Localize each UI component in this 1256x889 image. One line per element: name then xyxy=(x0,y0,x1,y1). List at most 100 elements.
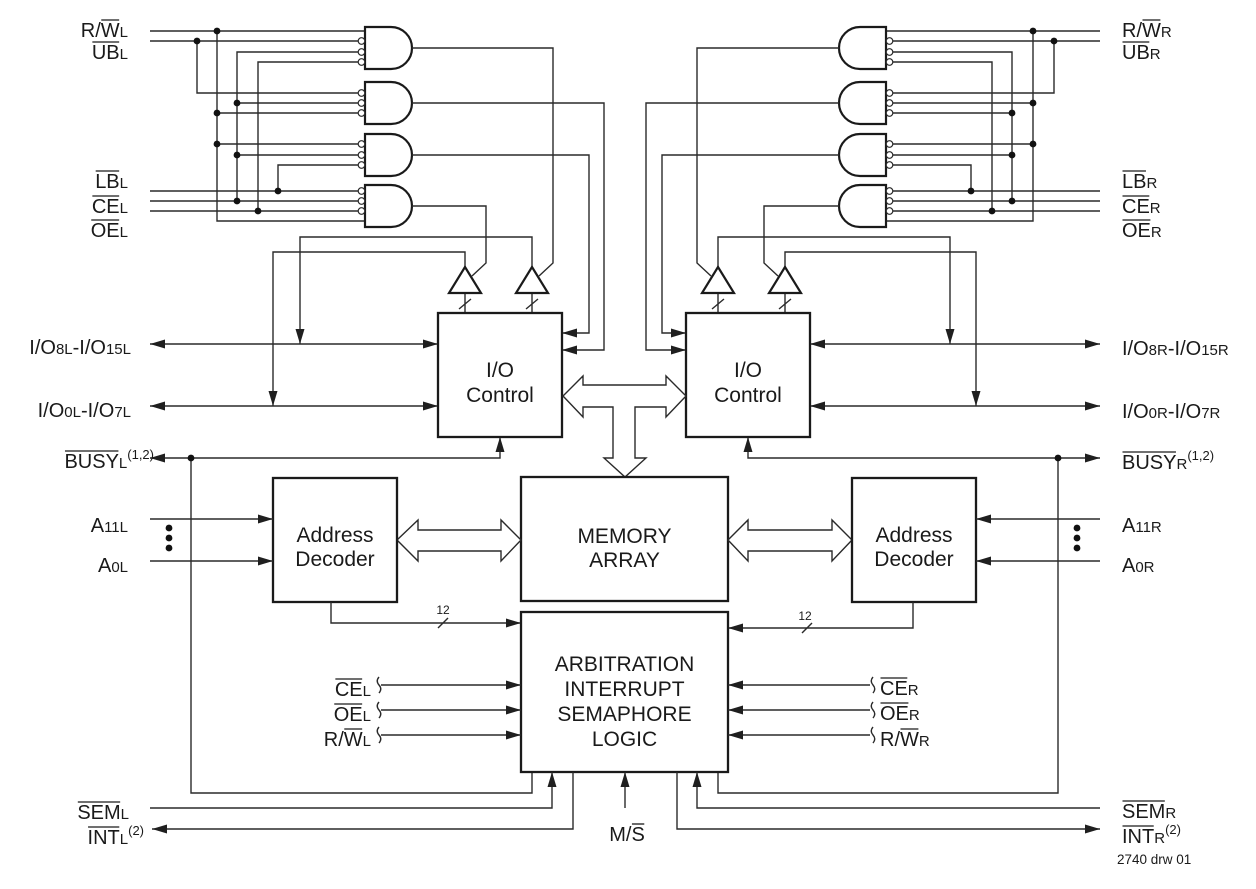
label-ce-left: CEL xyxy=(92,196,128,218)
label-ub-right: UBR xyxy=(1122,42,1161,64)
left-control-logic xyxy=(150,25,605,406)
junction-dot xyxy=(274,187,282,195)
data-bus-t-arrow xyxy=(562,374,687,478)
label-active-low: OE xyxy=(334,704,363,726)
label-ub-left: UBL xyxy=(92,42,128,64)
label-subscript: R xyxy=(908,682,919,699)
label-subscript: L xyxy=(363,733,371,750)
junction-dot xyxy=(213,109,221,117)
block-label: I/O xyxy=(486,359,514,382)
label-address-lsb-left: A0L xyxy=(98,555,128,577)
inversion-bubble xyxy=(357,37,366,45)
label-arb-rw-right: R/WR xyxy=(880,729,930,751)
junction-dot xyxy=(967,187,975,195)
wire-lb-bus-right xyxy=(893,164,972,191)
label-address-msb-left: A11L xyxy=(91,515,128,537)
label-superscript: (2) xyxy=(1165,822,1181,837)
label-subscript: 7L xyxy=(114,404,131,421)
figure-id: 2740 drw 01 xyxy=(1117,852,1191,867)
io-control-right: I/O Control xyxy=(684,311,812,439)
label-active-low: S xyxy=(631,824,644,846)
label-subscript: 0L xyxy=(64,404,81,421)
label-text: I/O xyxy=(29,337,56,359)
label-text: A xyxy=(1122,515,1136,537)
label-subscript: R xyxy=(1176,456,1187,473)
wire-decoder-to-arbitration-left xyxy=(330,602,521,628)
block-label: Address xyxy=(875,524,952,547)
label-subscript: R xyxy=(1151,224,1162,241)
label-ce-right: CER xyxy=(1122,196,1161,218)
label-active-low: OE xyxy=(91,220,120,242)
junction-dot xyxy=(1008,151,1016,159)
junction-dot xyxy=(1008,197,1016,205)
label-text: -I/O xyxy=(73,337,106,359)
signal-break-squiggle xyxy=(376,701,382,719)
inversion-bubble xyxy=(885,151,894,159)
wire-busy-right xyxy=(743,437,1100,463)
junction-dot xyxy=(1029,27,1037,35)
label-text: R/ xyxy=(1122,20,1142,42)
label-arb-rw-left: R/WL xyxy=(324,729,371,751)
inversion-bubble xyxy=(357,197,366,205)
arbitration-logic-box xyxy=(519,610,730,774)
label-superscript: (2) xyxy=(128,823,144,838)
address-inputs: 12 12 xyxy=(150,514,1100,634)
and-gate-left-3 xyxy=(363,132,414,178)
wire-ce-bus-right xyxy=(893,51,1013,201)
label-address-lsb-right: A0R xyxy=(1122,555,1155,577)
junction-dot xyxy=(254,207,262,215)
label-subscript: L xyxy=(120,200,128,217)
label-busy-right: BUSYR(1,2) xyxy=(1122,448,1214,474)
block-label: Address xyxy=(296,524,373,547)
bus-slash-mark xyxy=(437,617,449,629)
label-subscript: L xyxy=(120,224,128,241)
label-io-upper-left: I/O8L-I/O15L xyxy=(29,337,131,359)
inversion-bubble xyxy=(885,140,894,148)
wire-gate2-to-io-control-left xyxy=(412,102,605,355)
inversion-bubble xyxy=(885,48,894,56)
and-gate-left-2 xyxy=(363,80,414,126)
label-io-lower-right: I/O0R-I/O7R xyxy=(1122,401,1221,423)
label-rw-left: R/WL xyxy=(81,20,128,42)
label-subscript: R xyxy=(919,733,930,750)
wire-int-right xyxy=(676,772,1100,834)
label-text: A xyxy=(91,515,105,537)
label-subscript: L xyxy=(120,831,128,848)
label-subscript: 7R xyxy=(1201,405,1220,422)
io-control-right-box xyxy=(684,311,812,439)
io-control-left-box xyxy=(436,311,564,439)
block-label: ARBITRATION xyxy=(555,653,695,676)
ellipsis-dot xyxy=(165,524,173,532)
label-active-low: SEM xyxy=(1122,801,1165,823)
label-active-low: INT xyxy=(1122,826,1154,848)
signal-break-squiggle xyxy=(376,676,382,694)
ellipsis-dot xyxy=(1073,524,1081,532)
label-text: M/ xyxy=(609,824,632,846)
label-subscript: L xyxy=(119,455,127,472)
label-text: -I/O xyxy=(81,400,114,422)
inversion-bubble xyxy=(357,187,366,195)
inversion-bubble xyxy=(885,161,894,169)
label-int-left: INTL(2) xyxy=(88,823,144,849)
inversion-bubble xyxy=(885,207,894,215)
wire-int-left xyxy=(152,772,574,834)
block-label: Control xyxy=(714,384,782,407)
label-active-low: BUSY xyxy=(64,451,118,473)
inversion-bubble xyxy=(885,37,894,45)
label-rw-right: R/WR xyxy=(1122,20,1172,42)
and-gate-left-4 xyxy=(363,183,414,229)
block-label: Decoder xyxy=(295,548,374,571)
label-subscript: L xyxy=(121,806,129,823)
wire-buffer-lower-out-left xyxy=(268,251,466,406)
inversion-bubble xyxy=(885,58,894,66)
block-label: INTERRUPT xyxy=(564,678,684,701)
tri-state-buffer-left-2 xyxy=(514,264,550,295)
junction-dot xyxy=(233,197,241,205)
arbitration-logic: ARBITRATION INTERRUPT SEMAPHORE LOGIC xyxy=(519,610,730,774)
label-subscript: L xyxy=(120,175,128,192)
junction-dot xyxy=(1054,454,1062,462)
block-label: Control xyxy=(466,384,534,407)
signal-break-squiggle xyxy=(870,676,876,694)
block-label: Decoder xyxy=(874,548,953,571)
inversion-bubble xyxy=(885,197,894,205)
